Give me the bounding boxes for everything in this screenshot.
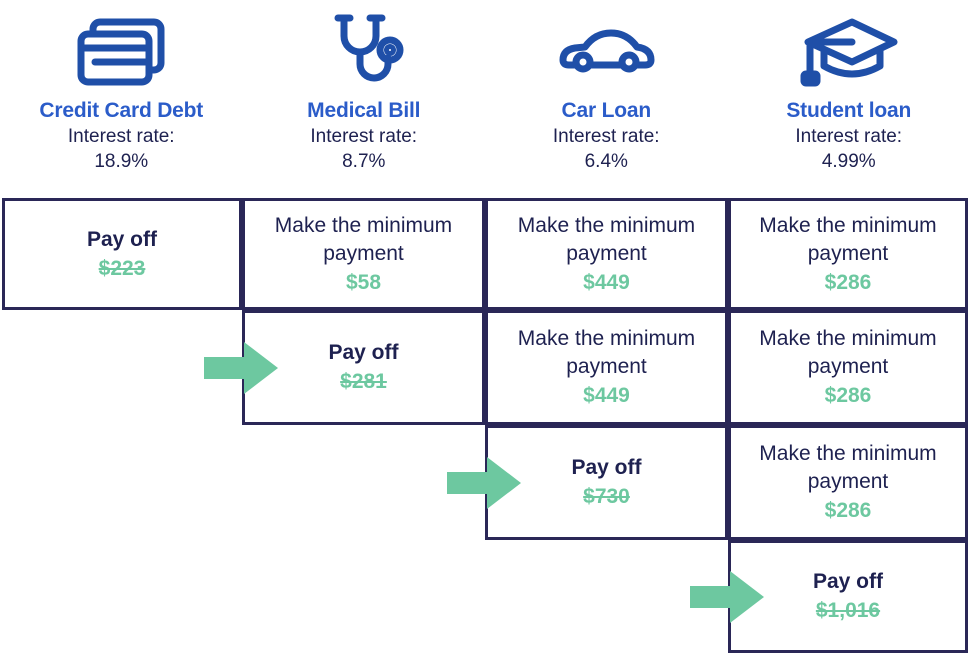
interest-rate-value: 8.7% bbox=[342, 151, 386, 172]
plan-cell-action: Make the minimum payment bbox=[274, 213, 453, 265]
interest-rate-label: Interest rate: bbox=[310, 126, 418, 147]
debt-header-student-loan: Student loan Interest rate: 4.99% bbox=[728, 0, 970, 198]
plan-cell-action: Pay off bbox=[86, 227, 157, 251]
plan-cell-action: Pay off bbox=[328, 341, 399, 364]
debt-name-label: Medical Bill bbox=[307, 99, 421, 122]
plan-cell-action: Make the minimum payment bbox=[759, 213, 937, 265]
interest-rate-label: Interest rate: bbox=[795, 126, 903, 147]
plan-cell: Make the minimum payment $286 bbox=[728, 310, 968, 425]
graduation-cap-icon bbox=[794, 6, 904, 98]
plan-cell: Pay off $1,016 bbox=[728, 540, 968, 653]
plan-cell-action: Make the minimum payment bbox=[517, 213, 696, 265]
plan-cell: Make the minimum payment $449 bbox=[485, 310, 728, 425]
plan-cell-amount: $730 bbox=[583, 485, 630, 508]
plan-cell-amount: $286 bbox=[824, 270, 872, 294]
plan-cell: Make the minimum payment $449 bbox=[485, 198, 728, 310]
interest-rate-value: 18.9% bbox=[94, 151, 149, 172]
interest-rate-label: Interest rate: bbox=[552, 126, 660, 147]
stethoscope-icon bbox=[314, 6, 414, 98]
plan-cell-action: Make the minimum payment bbox=[759, 327, 937, 378]
debt-name-label: Credit Card Debt bbox=[39, 99, 204, 122]
plan-cell: Make the minimum payment $286 bbox=[728, 198, 968, 310]
plan-cell-amount: $58 bbox=[345, 270, 382, 294]
car-icon bbox=[551, 6, 661, 98]
plan-cell-amount: $449 bbox=[583, 270, 630, 294]
plan-cell: Make the minimum payment $286 bbox=[728, 425, 968, 540]
plan-cell-amount: $286 bbox=[824, 499, 872, 522]
plan-cell-amount: $449 bbox=[583, 384, 630, 407]
credit-cards-icon bbox=[71, 6, 171, 98]
debt-name-label: Student loan bbox=[786, 99, 912, 122]
plan-cell: Pay off $730 bbox=[485, 425, 728, 540]
debt-header-medical-bill: Medical Bill Interest rate: 8.7% bbox=[243, 0, 486, 198]
plan-cell-action: Make the minimum payment bbox=[759, 442, 937, 493]
plan-cell-action: Pay off bbox=[571, 456, 642, 479]
plan-cell-action: Make the minimum payment bbox=[517, 327, 696, 378]
debt-header-car-loan: Car Loan Interest rate: 6.4% bbox=[485, 0, 728, 198]
plan-cell-amount: $223 bbox=[98, 256, 146, 280]
debt-header-row: Credit Card Debt Interest rate: 18.9% Me… bbox=[0, 0, 970, 198]
plan-cell: Pay off $281 bbox=[242, 310, 485, 425]
plan-cell: Make the minimum payment $58 bbox=[242, 198, 485, 310]
interest-rate-value: 4.99% bbox=[821, 151, 876, 172]
interest-rate-value: 6.4% bbox=[584, 151, 628, 172]
plan-cell-amount: $286 bbox=[824, 384, 872, 407]
debt-name-label: Car Loan bbox=[561, 99, 652, 122]
plan-cell: Pay off $223 bbox=[2, 198, 242, 310]
interest-rate-label: Interest rate: bbox=[67, 126, 175, 147]
plan-cell-amount: $1,016 bbox=[815, 599, 881, 622]
plan-cell-amount: $281 bbox=[340, 370, 387, 393]
plan-cell-action: Pay off bbox=[812, 570, 883, 593]
debt-header-credit-card: Credit Card Debt Interest rate: 18.9% bbox=[0, 0, 243, 198]
